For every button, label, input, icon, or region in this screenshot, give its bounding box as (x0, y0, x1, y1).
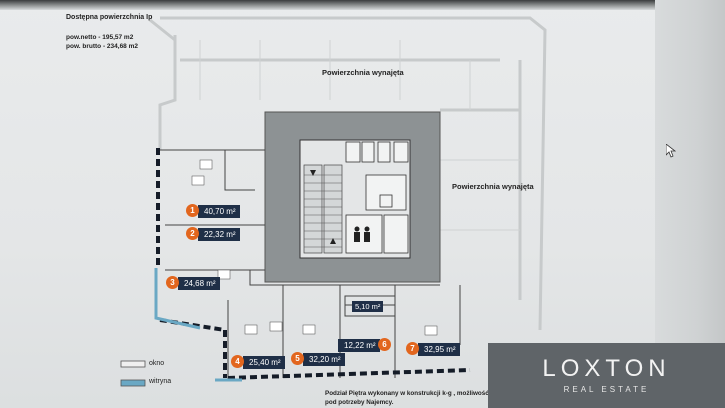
unit-badge-7: 7 (406, 342, 419, 355)
legend-okno-swatch (120, 360, 146, 368)
mouse-pointer-icon (666, 144, 676, 158)
area-netto: pow.netto - 195,57 m2 (66, 34, 134, 41)
unit-badge-3: 3 (166, 276, 179, 289)
unit-area-7: 32,95 m² (418, 343, 460, 356)
unit-area-2: 22,32 m² (198, 228, 240, 241)
legend-witryna-label: witryna (149, 378, 172, 385)
logo-tagline: REAL ESTATE (563, 385, 650, 394)
lift-people-icon (354, 226, 370, 242)
area-brutto: pow. brutto - 234,68 m2 (66, 43, 138, 50)
unit-area-1: 40,70 m² (198, 205, 240, 218)
window-walls (156, 148, 471, 380)
legend-witryna-swatch (120, 379, 146, 387)
monitor-top-edge (0, 0, 725, 10)
unit-badge-1: 1 (186, 204, 199, 217)
plan-title: Dostępna powierzchnia Ip (66, 14, 153, 21)
logo-name: LOXTON (542, 355, 671, 382)
plan-note-line2: pod potrzeby Najemcy. (325, 399, 394, 406)
desk-icons (191, 159, 438, 336)
unit-area-3: 24,68 m² (178, 277, 220, 290)
unit-badge-2: 2 (186, 227, 199, 240)
rented-area-outline (149, 16, 547, 331)
legend-okno-label: okno (149, 360, 165, 367)
unit-extra-area: 5,10 m² (352, 301, 384, 312)
plan-note-line1: Podział Piętra wykonany w konstrukcji k-… (325, 390, 571, 397)
restroom-block (345, 141, 409, 211)
monitor-right-edge (655, 0, 725, 408)
unit-area-6: 12,22 m² (338, 339, 380, 352)
unit-area-5: 32,20 m² (303, 353, 345, 366)
office-walls (160, 149, 461, 380)
loxton-logo: LOXTON REAL ESTATE (488, 343, 725, 408)
unit-area-4: 25,40 m² (243, 356, 285, 369)
lift-block (345, 214, 409, 254)
rented-area-top-label: Powierzchnia wynajęta (322, 68, 404, 77)
unit-badge-5: 5 (291, 352, 304, 365)
stair-arrows-icon (310, 170, 336, 244)
storefront-walls (154, 268, 242, 382)
unit-badge-6: 6 (378, 338, 391, 351)
legend (120, 360, 146, 387)
rented-area-right-label: Powierzchnia wynajęta (452, 182, 534, 191)
unit-badge-4: 4 (231, 355, 244, 368)
